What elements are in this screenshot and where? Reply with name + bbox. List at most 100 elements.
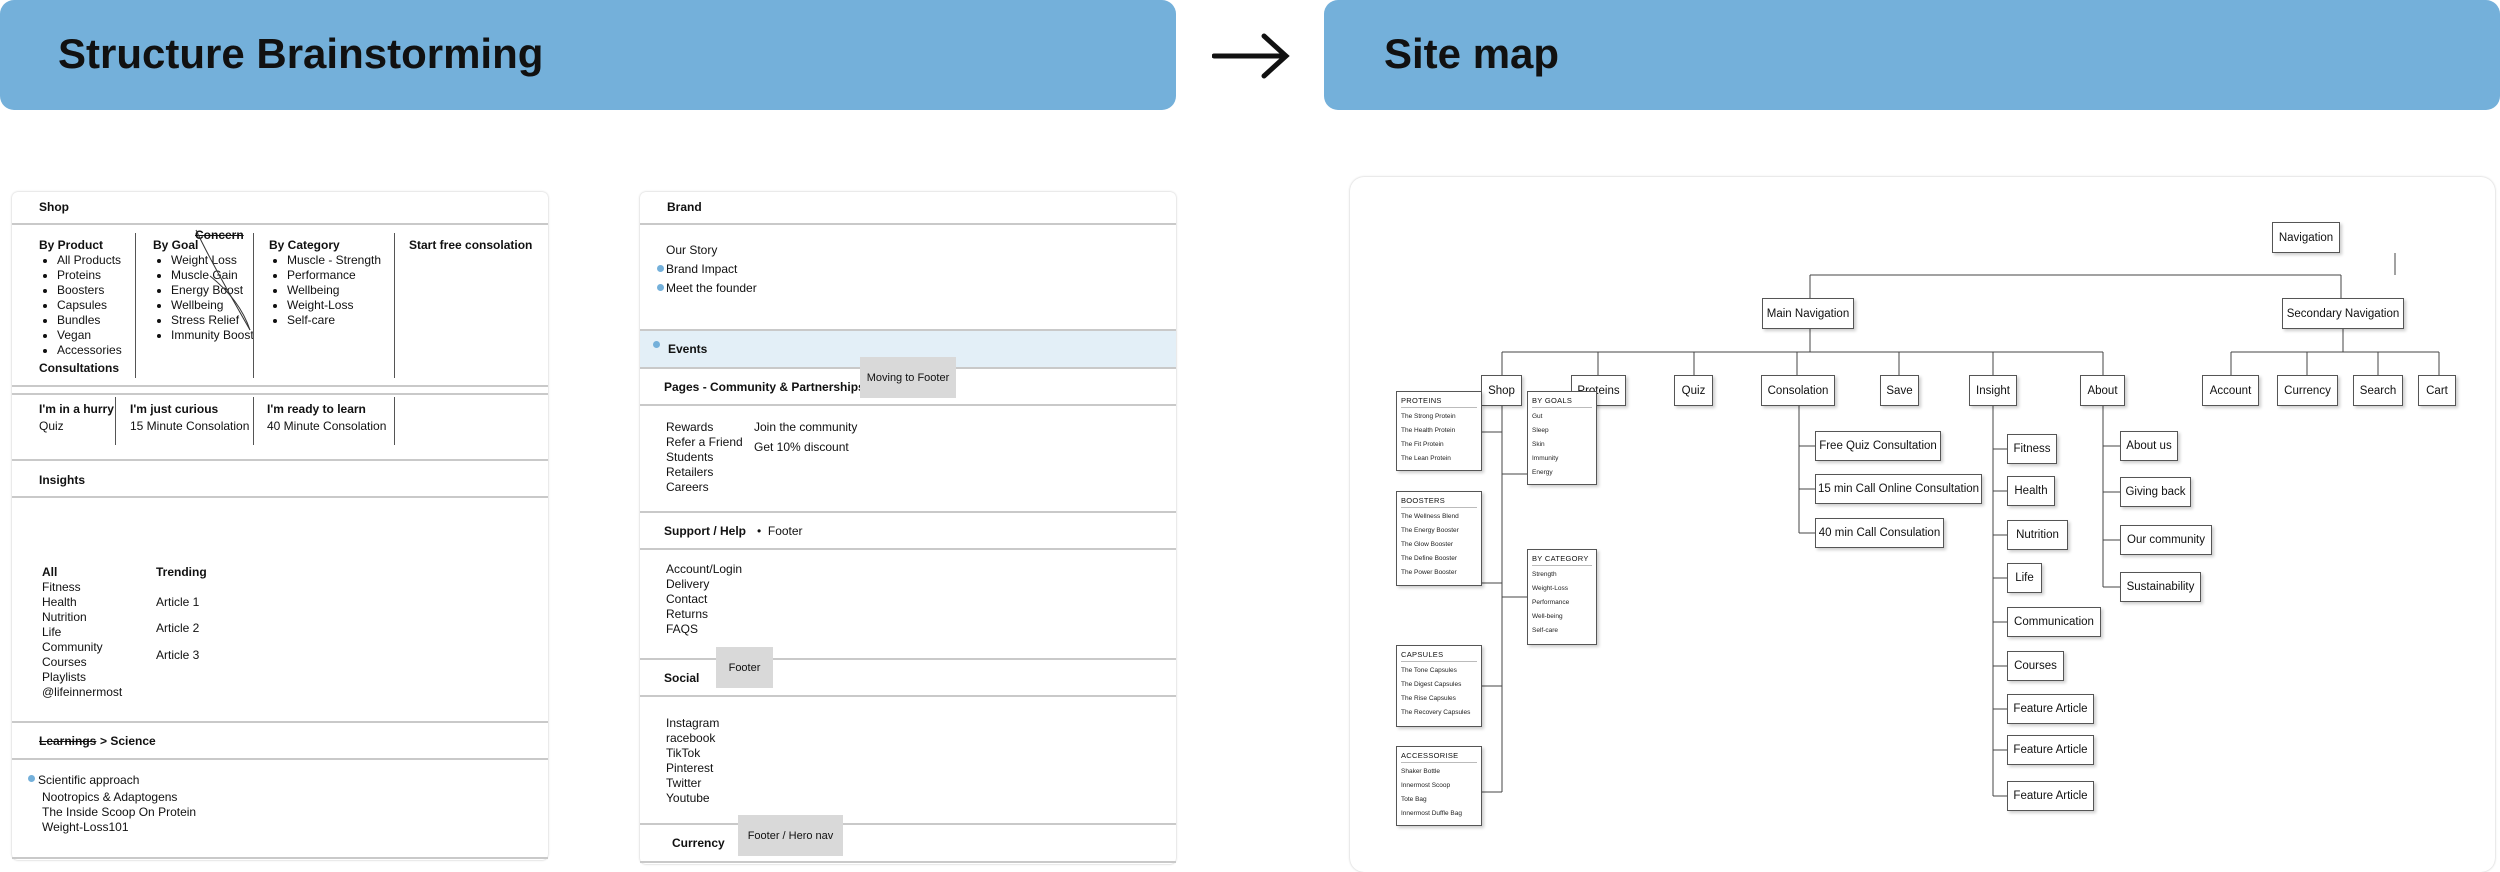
sitemap-node-insight: Insight — [1969, 375, 2017, 406]
column-divider — [253, 397, 254, 445]
divider — [1401, 507, 1477, 508]
social-item: Pinterest — [666, 761, 714, 775]
divider — [12, 459, 548, 461]
by-product-title: By Product — [39, 238, 104, 252]
column-divider — [394, 233, 395, 378]
support-item: Account/Login — [666, 562, 743, 576]
list-item: Bundles — [57, 313, 122, 328]
sitemap-group-accessorise: ACCESSORISE Shaker Bottle Innermost Scoo… — [1396, 746, 1482, 826]
social-item: TikTok — [666, 746, 701, 760]
insights-item: Nutrition — [42, 610, 87, 624]
divider — [1532, 565, 1592, 566]
consult-col-title: I'm in a hurry — [39, 402, 114, 416]
group-title: BY GOALS — [1532, 396, 1573, 405]
group-item: Strength — [1532, 571, 1557, 578]
list-item: Self-care — [287, 313, 381, 328]
insights-item: Community — [42, 640, 103, 654]
trending-item: Article 3 — [156, 648, 200, 662]
list-item: Wellbeing — [287, 283, 381, 298]
sitemap-node-about-us: About us — [2120, 431, 2178, 461]
divider — [640, 548, 1176, 550]
comment-marker-icon — [28, 775, 35, 782]
sitemap-node-sustainability: Sustainability — [2120, 572, 2201, 602]
sitemap-node-giving-back: Giving back — [2120, 477, 2191, 507]
community-item: Students — [666, 450, 714, 464]
insights-item: Health — [42, 595, 77, 609]
left-header-banner: Structure Brainstorming — [0, 0, 1176, 110]
insights-item: Fitness — [42, 580, 81, 594]
moving-to-footer-tag: Moving to Footer — [860, 357, 956, 398]
community-item: Careers — [666, 480, 709, 494]
comment-marker-icon — [657, 284, 664, 291]
learnings-struck-label: Learnings — [39, 734, 97, 748]
sitemap-group-by-category: BY CATEGORY Strength Weight-Loss Perform… — [1527, 549, 1597, 645]
divider — [640, 823, 1176, 825]
group-item: Gut — [1532, 413, 1543, 420]
list-item: Weight-Loss — [287, 298, 381, 313]
sitemap-node-main-navigation: Main Navigation — [1762, 298, 1854, 329]
group-item: The Glow Booster — [1401, 541, 1454, 548]
divider — [12, 496, 548, 498]
group-item: Sleep — [1532, 427, 1549, 434]
trending-item: Article 2 — [156, 621, 200, 635]
sitemap-node-communication: Communication — [2007, 607, 2101, 637]
consultations-heading: Consultations — [39, 361, 119, 375]
scientific-approach: Scientific approach — [38, 773, 140, 787]
sitemap-node-search: Search — [2353, 375, 2403, 406]
group-item: Immunity — [1532, 455, 1559, 462]
sitemap-node-cart: Cart — [2418, 375, 2456, 406]
insights-all-title: All — [42, 565, 58, 579]
community-item: Retailers — [666, 465, 714, 479]
currency-heading: Currency — [672, 836, 725, 850]
community-item: Rewards — [666, 420, 714, 434]
consult-col-value: Quiz — [39, 419, 64, 433]
sitemap-node-our-community: Our community — [2120, 525, 2212, 555]
social-item: Instagram — [666, 716, 720, 730]
comment-marker-icon — [653, 341, 660, 348]
sitemap-group-boosters: BOOSTERS The Wellness Blend The Energy B… — [1396, 491, 1482, 586]
list-item: All Products — [57, 253, 122, 268]
support-footer-bullet: • Footer — [757, 524, 803, 538]
list-item: Energy Boost — [171, 283, 254, 298]
list-item: Immunity Boost — [171, 328, 254, 343]
support-item: FAQS — [666, 622, 699, 636]
social-heading: Social — [664, 671, 700, 685]
social-item: racebook — [666, 731, 716, 745]
list-item: Muscle - Strength — [287, 253, 381, 268]
footer-tag: Footer — [716, 647, 773, 688]
divider — [12, 393, 548, 395]
structure-brainstorming-title: Structure Brainstorming — [58, 30, 544, 77]
insights-item: Life — [42, 625, 62, 639]
list-item: Weight Loss — [171, 253, 254, 268]
sitemap-node-15-min-consultation: 15 min Call Online Consultation — [1815, 474, 1982, 504]
consult-col-title: I'm ready to learn — [267, 402, 366, 416]
sitemap-node-courses: Courses — [2007, 651, 2064, 681]
group-item: Self-care — [1532, 627, 1559, 634]
brand-item: Brand Impact — [666, 262, 738, 276]
consult-col-value: 40 Minute Consolation — [267, 419, 387, 433]
sitemap-node-fitness: Fitness — [2007, 434, 2057, 464]
group-item: The Digest Capsules — [1401, 681, 1462, 688]
group-item: Tote Bag — [1401, 796, 1427, 803]
column-divider — [253, 233, 254, 378]
footer-hero-nav-tag: Footer / Hero nav — [738, 815, 843, 856]
brand-heading: Brand — [667, 200, 702, 214]
by-product-list: All Products Proteins Boosters Capsules … — [41, 253, 122, 358]
sitemap-node-free-quiz-consultation: Free Quiz Consultation — [1815, 431, 1941, 461]
concern-struck-label: Concern — [195, 228, 244, 242]
community-item: Refer a Friend — [666, 435, 743, 449]
group-item: The Wellness Blend — [1401, 513, 1459, 520]
sitemap-group-proteins: PROTEINS The Strong Protein The Health P… — [1396, 391, 1482, 471]
group-title: BY CATEGORY — [1532, 554, 1589, 563]
group-item: The Energy Booster — [1401, 527, 1459, 534]
science-item: Nootropics & Adaptogens — [42, 790, 178, 804]
list-item: Capsules — [57, 298, 122, 313]
group-item: The Strong Protein — [1401, 413, 1456, 420]
sitemap-node-feature-article: Feature Article — [2007, 781, 2094, 811]
community-item: Join the community — [754, 420, 858, 434]
group-item: The Recovery Capsules — [1401, 709, 1471, 716]
list-item: Proteins — [57, 268, 122, 283]
sitemap-node-secondary-navigation: Secondary Navigation — [2282, 298, 2404, 329]
group-item: The Health Protein — [1401, 427, 1456, 434]
social-item: Twitter — [666, 776, 702, 790]
